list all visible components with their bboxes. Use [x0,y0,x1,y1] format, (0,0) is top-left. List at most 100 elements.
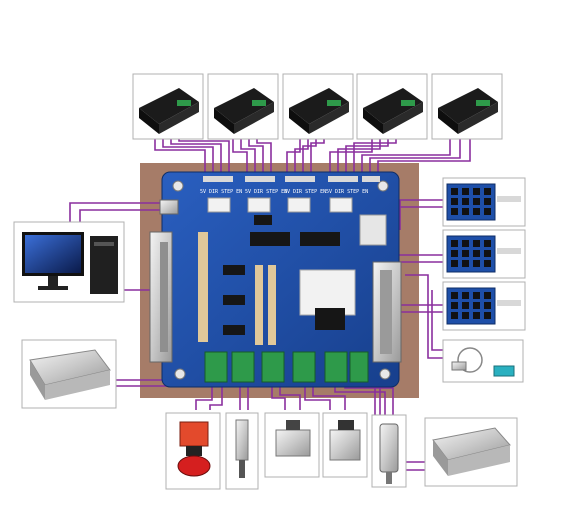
monitor-screen [25,235,81,273]
psu-front [45,370,110,400]
wire [248,138,264,175]
keypad-key [484,292,491,299]
pin-header [245,176,275,182]
switch-plunger [239,460,245,478]
driver-terminal [401,100,415,106]
resistor-row [198,232,208,342]
limit-switch-icon [264,412,320,478]
psu-side [433,440,448,476]
screw-terminal [204,351,228,383]
bottom-terminals [204,351,369,383]
mounting-hole [377,180,389,192]
switch-body [275,429,311,457]
driver-terminal [252,100,266,106]
driver-front [234,102,274,134]
optocoupler [329,197,353,213]
switch-body [329,429,361,461]
keypad-key [451,240,458,247]
keypad-key [473,240,480,247]
driver-top [438,88,498,124]
wire [279,385,301,410]
wire [209,385,223,410]
keypad-key [462,188,469,195]
driver-front [458,102,498,134]
ic-chip [223,325,245,335]
keypad-key [484,198,491,205]
wire [162,138,214,175]
keypad-key [473,292,480,299]
probe-icon [442,339,524,383]
estop-body [179,421,209,447]
keypad-key [473,250,480,257]
driver-top [289,88,349,124]
db25-pins [160,242,168,352]
keypad-icon [442,177,526,227]
breakout-board: 5V DIR STEP EN 5V DIR STEP EN 5V DIR STE… [149,171,402,388]
emergency-stop-icon [165,412,221,490]
driver-terminal [476,100,490,106]
driver-side [438,108,458,134]
screw-terminal [349,351,369,383]
relay [315,308,345,330]
optocoupler [247,197,271,213]
probe-plate [493,365,515,377]
keypad-key [484,250,491,257]
keypad-key [451,260,458,267]
keypad-key [462,302,469,309]
probe-cable [457,347,483,373]
driver-top [139,88,199,124]
wires [69,138,471,471]
optocoupler [207,197,231,213]
pin-header [203,176,233,182]
pin-header [328,176,358,182]
motor-header-label: 5V DIR STEP EN [245,189,287,195]
driver-top [363,88,423,124]
wire [345,138,389,175]
wire [302,138,317,175]
keypad-key [473,302,480,309]
psu-side [30,360,45,400]
spindle-icon [371,414,407,488]
keypad-key [462,240,469,247]
motor-header-label: 5V DIR STEP EN [326,189,368,195]
driver-side [139,108,159,134]
driver-side [363,108,383,134]
drive-bay [94,242,114,246]
keypad-key [462,312,469,319]
wire [353,138,397,175]
keypad-key [484,188,491,195]
keypad-key [473,208,480,215]
ic-chip [250,232,290,246]
wire [329,138,373,175]
wire [334,385,386,420]
stepper-driver-icon [207,73,279,140]
wire [79,209,160,225]
psu-front [448,445,510,476]
ic-chip [254,215,272,225]
mounting-hole [172,180,184,192]
wire [361,138,451,175]
monitor-stand [48,276,58,286]
wire [310,138,325,175]
driver-terminal [177,100,191,106]
keypad-key [484,240,491,247]
keypad-key [462,250,469,257]
keypad-key [451,198,458,205]
stepper-driver-icon [282,73,354,140]
chips [223,215,340,335]
switch-lever [338,420,354,430]
keypad-key [484,312,491,319]
screw-terminal [261,351,285,383]
wire [286,138,301,175]
stepper-drivers [132,73,503,140]
keypads [442,177,526,331]
driver-top [214,88,274,124]
wire [271,385,286,410]
pin-header [285,176,315,182]
wire [431,290,443,351]
keypad-icon [442,281,526,331]
spindle-body [379,423,399,473]
resistor-rows [198,232,276,345]
